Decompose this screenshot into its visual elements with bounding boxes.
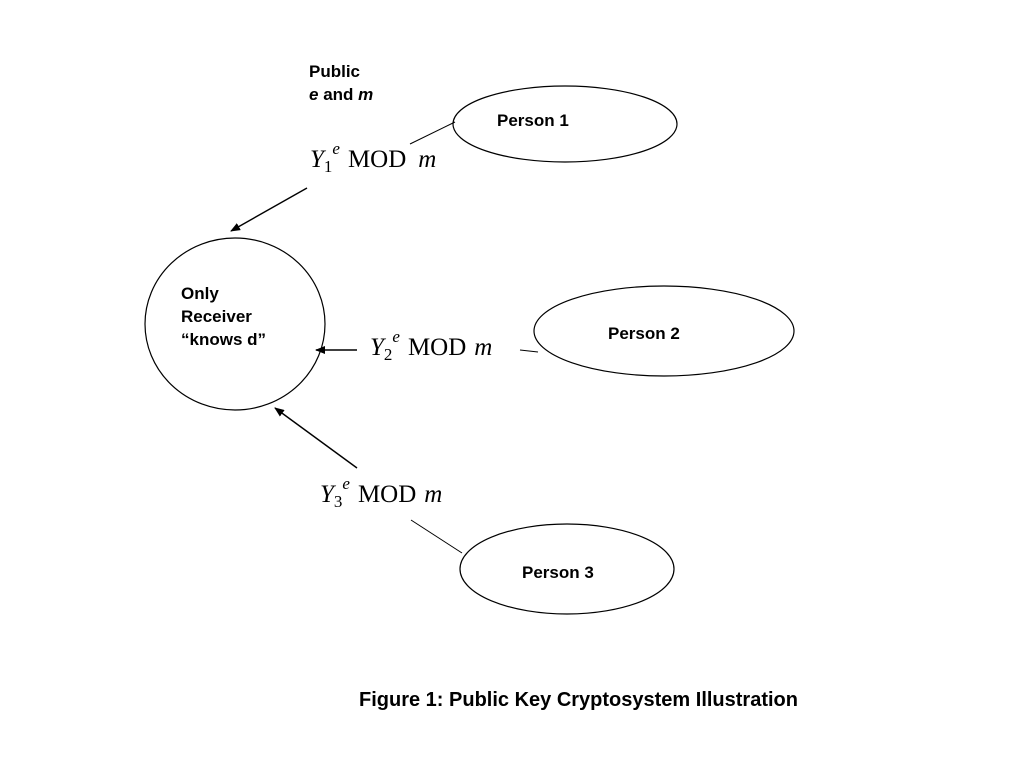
person-1-connector xyxy=(409,121,456,145)
message-1-sup: e xyxy=(332,139,340,158)
public-and: and xyxy=(318,85,359,104)
person-1-ellipse xyxy=(452,85,678,163)
message-3-var: Y xyxy=(320,481,334,508)
message-1-var: Y xyxy=(310,146,324,173)
person-2-ellipse xyxy=(533,285,795,377)
message-2-sub: 2 xyxy=(383,345,393,364)
public-label: Public e and m xyxy=(309,60,373,106)
message-3-sub: 3 xyxy=(333,492,343,511)
person-3-ellipse xyxy=(459,523,675,615)
receiver-circle xyxy=(144,237,326,411)
person-1-label: Person 1 xyxy=(497,111,569,130)
message-2-formula: Y2e MOD m xyxy=(370,328,493,364)
message-3-op: MOD xyxy=(357,481,417,508)
message-1-mod: m xyxy=(418,146,437,173)
message-2-op: MOD xyxy=(407,334,467,361)
message-3-sup: e xyxy=(342,474,350,493)
message-1-sub: 1 xyxy=(323,157,333,176)
public-m: m xyxy=(358,85,374,104)
person-3-label: Person 3 xyxy=(522,563,594,582)
arrow-message-1 xyxy=(230,187,308,232)
receiver-line1: Only xyxy=(181,284,219,303)
receiver-label: Only Receiver “knows d” xyxy=(181,282,266,351)
receiver-line3: “knows d” xyxy=(181,330,267,349)
message-2-mod: m xyxy=(474,334,493,361)
arrow-message-3 xyxy=(274,407,358,469)
person-3-connector xyxy=(410,519,463,554)
person-2-connector xyxy=(519,349,539,353)
receiver-line2: Receiver xyxy=(181,307,252,326)
message-2-var: Y xyxy=(370,334,384,361)
message-3-mod: m xyxy=(424,481,443,508)
person-2-label: Person 2 xyxy=(608,324,680,343)
public-label-line1: Public xyxy=(309,62,361,81)
public-e: e xyxy=(309,85,319,104)
message-3-formula: Y3e MOD m xyxy=(320,475,443,511)
message-2-sup: e xyxy=(392,327,400,346)
figure-caption: Figure 1: Public Key Cryptosystem Illust… xyxy=(359,689,798,711)
message-1-formula: Y1e MOD m xyxy=(310,140,437,176)
message-1-op: MOD xyxy=(347,146,407,173)
public-label-line2: e and m xyxy=(309,83,373,106)
